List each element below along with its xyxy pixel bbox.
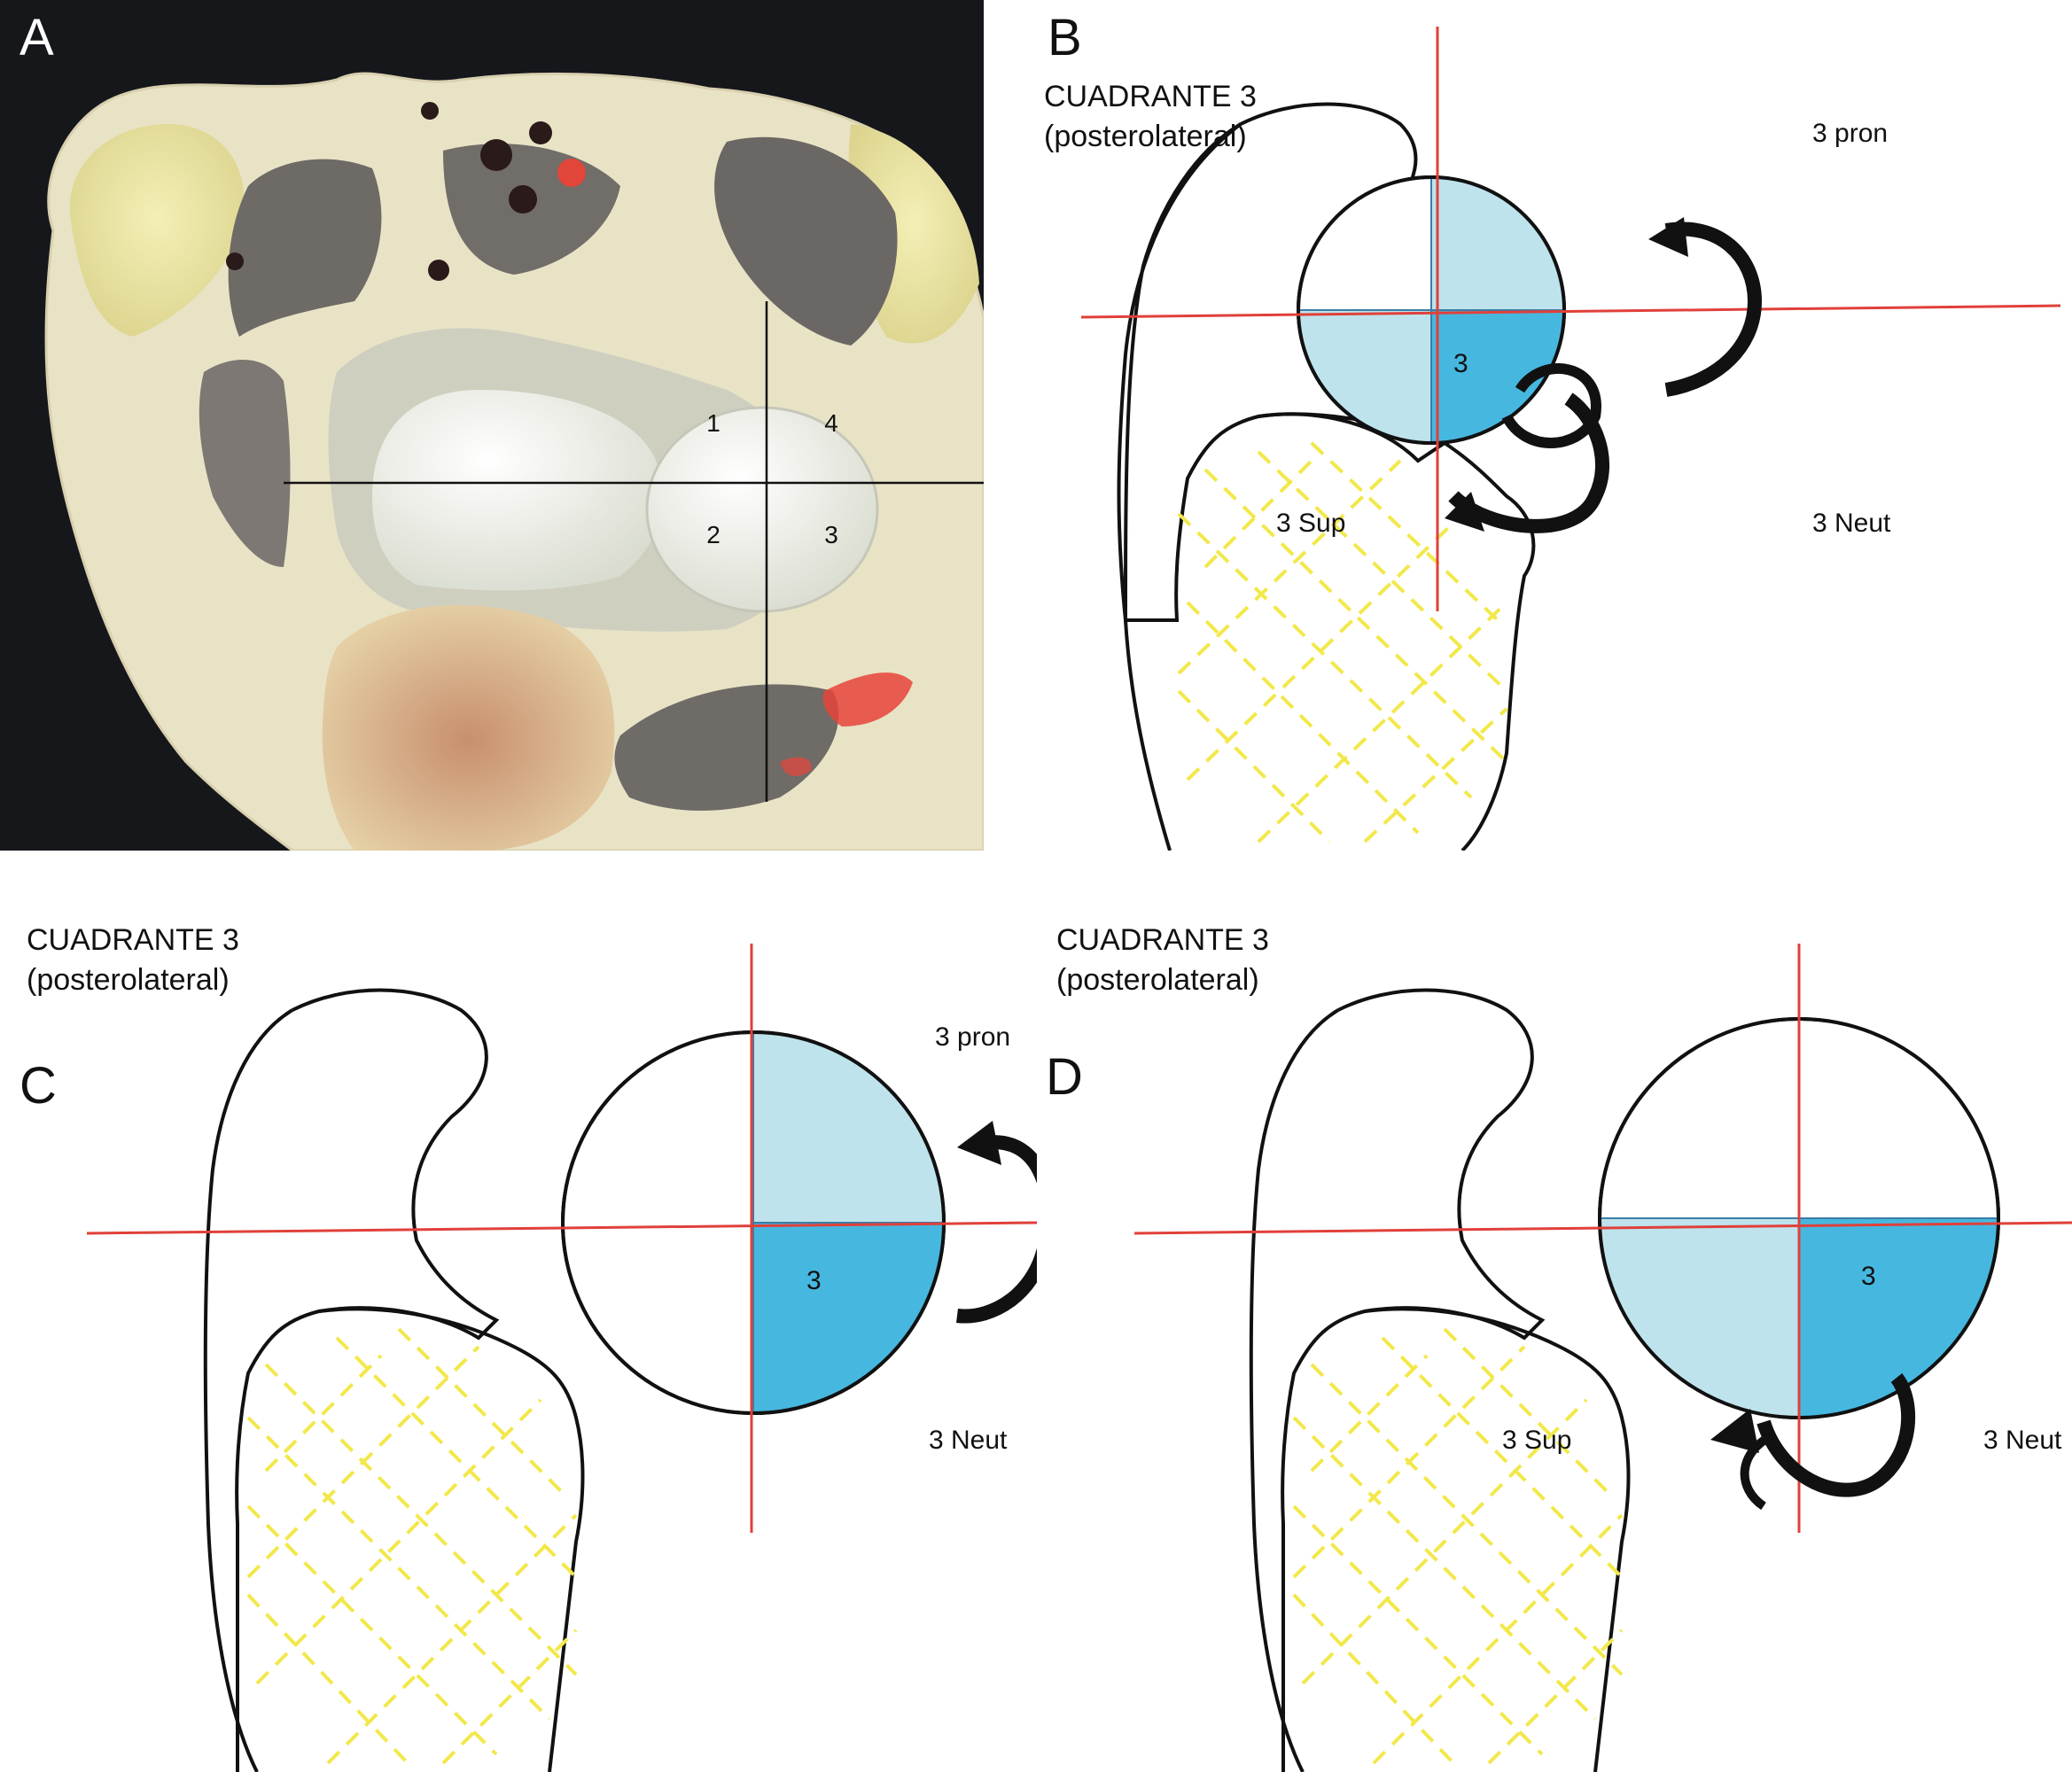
panel-d: CUADRANTE 3 (posterolateral) D 3 Neut 3 … [1037, 921, 2072, 1772]
label-3-sup: 3 Sup [1276, 509, 1345, 538]
trabecular-pattern [248, 1329, 576, 1763]
vessel-1 [480, 139, 512, 171]
label-3-pron: 3 pron [1812, 119, 1888, 148]
panel-a-photo: 1 2 3 4 A [0, 0, 984, 851]
panel-a: 1 2 3 4 A [0, 0, 984, 851]
artery [557, 159, 586, 187]
photo-quadrant-4: 4 [824, 409, 838, 437]
panel-d-heading: CUADRANTE 3 [1056, 923, 1269, 957]
ulna-outline [1282, 991, 1542, 1772]
vessel-4 [428, 260, 449, 281]
photo-quadrant-2: 2 [706, 521, 721, 548]
bone-outline-left [1251, 1010, 1338, 1772]
vessel-6 [421, 102, 439, 120]
label-quadrant-3: 3 [1861, 1262, 1876, 1291]
panel-d-letter: D [1046, 1048, 1083, 1106]
bone-outline-lower [319, 1309, 583, 1772]
bone-outline-left [1126, 124, 1241, 851]
quadrant-sup-shade [1600, 1218, 1799, 1418]
photo-quadrant-3: 3 [824, 521, 838, 548]
photo-quadrant-1: 1 [706, 409, 721, 437]
panel-a-letter: A [19, 9, 54, 66]
vessel-3 [529, 121, 552, 144]
vessel-2 [509, 185, 537, 214]
quadrant-3-shade [753, 1223, 944, 1413]
panel-b: B CUADRANTE 3 (posterolateral) 3 pron 3 … [1028, 0, 2072, 851]
panel-b-letter: B [1048, 9, 1082, 66]
bone-outline-left [206, 1010, 292, 1772]
label-quadrant-3: 3 [806, 1266, 822, 1295]
panel-b-heading: CUADRANTE 3 [1044, 80, 1257, 113]
label-3-neut: 3 Neut [1983, 1426, 2062, 1455]
axis-horizontal [1081, 306, 2060, 317]
arrow-pron-head [957, 1121, 1001, 1165]
bone-outline-lower [1365, 1309, 1629, 1772]
panel-c-letter: C [19, 1057, 57, 1115]
panel-c-subheading: (posterolateral) [27, 963, 230, 997]
quadrant-pron-shade [753, 1032, 944, 1223]
label-3-pron: 3 pron [935, 1022, 1010, 1052]
ulna-outline [237, 991, 496, 1772]
arrow-pron-body [957, 1142, 1037, 1316]
panel-c-heading: CUADRANTE 3 [27, 923, 239, 957]
vessel-5 [226, 253, 244, 270]
bone-marrow [323, 605, 615, 851]
quadrant-pron-shade [1431, 177, 1564, 310]
label-3-sup: 3 Sup [1502, 1426, 1571, 1455]
panel-c: CUADRANTE 3 (posterolateral) C 3 pron 3 … [0, 921, 1037, 1772]
quadrant-3-shade [1431, 310, 1564, 443]
label-3-neut: 3 Neut [1812, 509, 1891, 538]
quadrant-sup-shade [1298, 310, 1431, 443]
radial-head [647, 408, 877, 611]
panel-b-subheading: (posterolateral) [1044, 120, 1247, 153]
trabecular-pattern [1294, 1329, 1622, 1763]
label-quadrant-3: 3 [1453, 349, 1468, 378]
label-3-neut: 3 Neut [929, 1426, 1008, 1455]
panel-d-subheading: (posterolateral) [1056, 963, 1259, 997]
